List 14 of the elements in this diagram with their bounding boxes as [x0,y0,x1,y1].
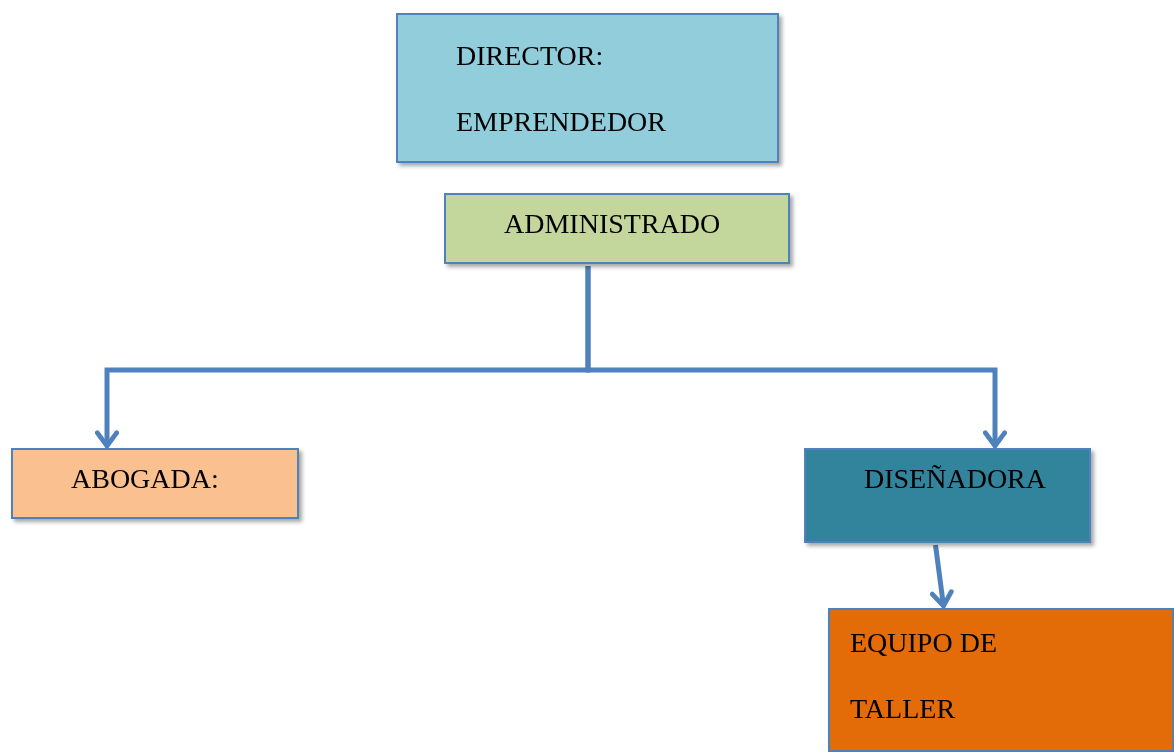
arrow [585,266,1007,449]
box-label: EQUIPO DE [850,626,997,660]
box-label: ADMINISTRADO [504,207,721,241]
arrow [929,544,954,609]
org-box [804,448,1091,543]
box-label: TALLER [850,692,956,726]
org-box [828,608,1174,752]
box-label: EMPRENDEDOR [456,105,666,139]
box-label: DIRECTOR: [456,39,604,73]
org-box [444,193,790,264]
org-box [11,448,299,519]
box-label: ABOGADA: [71,462,219,496]
org-box [396,13,779,163]
box-label: DISEÑADORA [864,462,1046,496]
